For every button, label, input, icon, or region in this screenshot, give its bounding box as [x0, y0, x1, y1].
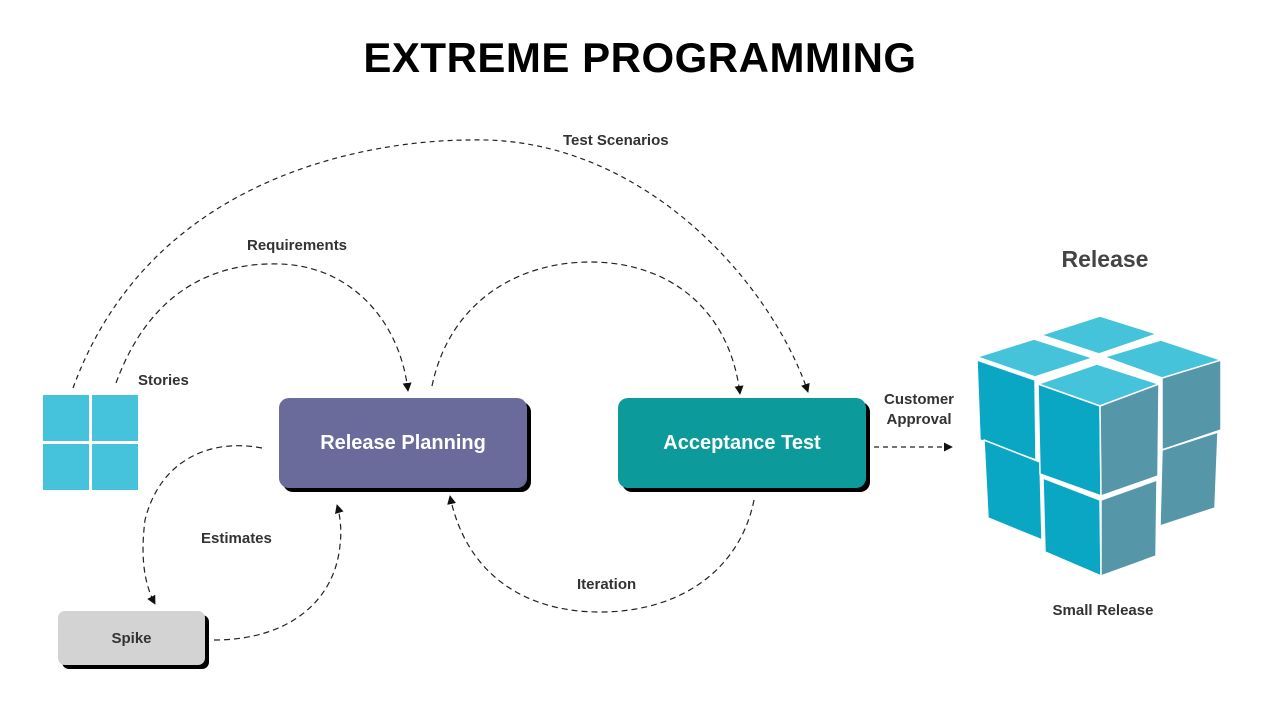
connector-test-scenarios [72, 139, 810, 393]
stories-label: Stories [138, 372, 189, 389]
small-release-label: Small Release [1052, 602, 1154, 619]
iteration-label: Iteration [577, 576, 637, 593]
release-planning-label: Release Planning [320, 431, 486, 454]
requirements-label: Requirements [247, 237, 348, 254]
customer-approval-line2: Approval [886, 411, 952, 428]
connector-estimates [142, 445, 263, 605]
grid-tiles-icon [43, 395, 138, 490]
acceptance-test-box: Acceptance Test [618, 398, 866, 488]
estimates-label: Estimates [201, 530, 272, 547]
spike-box: Spike [58, 611, 205, 665]
test-scenarios-label: Test Scenarios [563, 132, 669, 149]
release-heading: Release [1061, 246, 1149, 272]
cube-icon [976, 315, 1222, 577]
acceptance-test-label: Acceptance Test [663, 431, 821, 454]
release-planning-box: Release Planning [279, 398, 527, 488]
customer-approval-label: Customer Approval [880, 390, 958, 430]
page-title: EXTREME PROGRAMMING [363, 34, 917, 81]
connector-iteration [447, 495, 755, 613]
spike-label: Spike [111, 629, 152, 647]
connector-requirements [115, 263, 412, 392]
connector-planning-to-acceptance [431, 261, 744, 395]
customer-approval-line1: Customer [883, 391, 954, 408]
connector-spike-to-planning [213, 504, 344, 641]
